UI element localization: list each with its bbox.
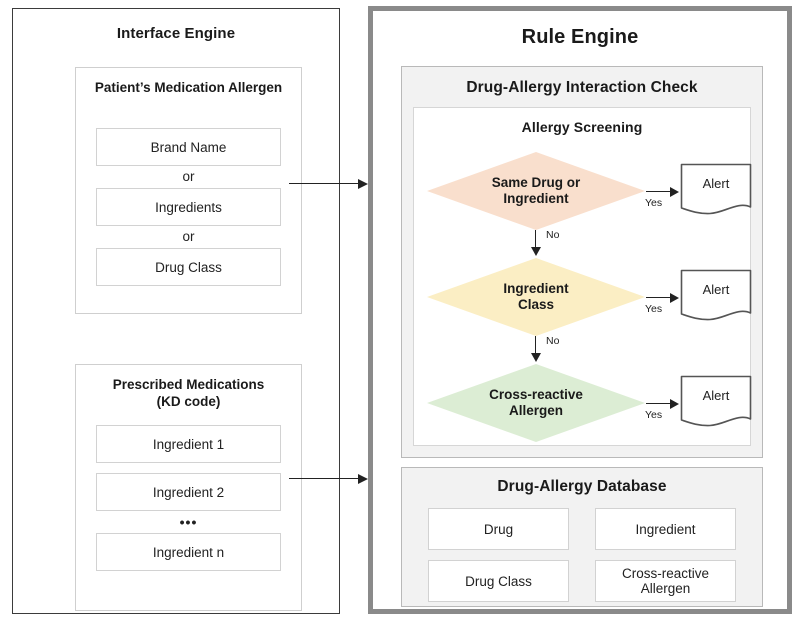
decision-label-line2: Allergen bbox=[508, 403, 563, 418]
alert-document-2[interactable]: Alert bbox=[680, 269, 752, 323]
yes-label-2: Yes bbox=[645, 303, 663, 315]
decision-row-ingredient-class: Ingredient Class Yes Alert bbox=[414, 258, 752, 336]
connector-shaft bbox=[289, 183, 359, 185]
drug-allergy-interaction-check-panel: Drug-Allergy Interaction Check Allergy S… bbox=[401, 66, 763, 458]
field-ingredient-n[interactable]: Ingredient n bbox=[96, 533, 281, 571]
prescribed-medications-title: Prescribed Medications (KD code) bbox=[76, 376, 301, 410]
yes-label-3: Yes bbox=[645, 409, 663, 421]
field-ingredient-2[interactable]: Ingredient 2 bbox=[96, 473, 281, 511]
db-entry-cross-reactive-allergen[interactable]: Cross-reactive Allergen bbox=[595, 560, 736, 602]
decision-row-same-drug-or-ingredient: Same Drug or Ingredient Yes Alert bbox=[414, 152, 752, 230]
yes-arrow-shaft bbox=[646, 191, 672, 193]
drug-allergy-database-panel: Drug-Allergy Database Drug Ingredient Dr… bbox=[401, 467, 763, 607]
patient-medication-allergen-group: Patient’s Medication Allergen Brand Name… bbox=[75, 67, 302, 314]
alert-label-2: Alert bbox=[702, 282, 730, 297]
decision-row-cross-reactive-allergen: Cross-reactive Allergen Yes Alert bbox=[414, 364, 752, 442]
prescribed-field-stack: Ingredient 1 Ingredient 2 ••• Ingredient… bbox=[96, 425, 281, 571]
yes-arrow-3 bbox=[646, 399, 680, 409]
field-brand-name[interactable]: Brand Name bbox=[96, 128, 281, 166]
yes-arrow-shaft bbox=[646, 297, 672, 299]
alert-label-3: Alert bbox=[702, 388, 730, 403]
rule-engine-title: Rule Engine bbox=[521, 26, 639, 48]
db-entry-drug-class[interactable]: Drug Class bbox=[428, 560, 569, 602]
field-ingredient-1[interactable]: Ingredient 1 bbox=[96, 425, 281, 463]
alert-document-1[interactable]: Alert bbox=[680, 163, 752, 217]
decision-same-drug-or-ingredient[interactable]: Same Drug or Ingredient bbox=[427, 152, 645, 230]
allergy-screening-title: Allergy Screening bbox=[521, 119, 643, 135]
arrowhead-icon bbox=[670, 187, 679, 197]
interface-engine-title: Interface Engine bbox=[116, 25, 236, 42]
connector-allergen-to-rule-engine bbox=[289, 178, 368, 190]
drug-allergy-database-title: Drug-Allergy Database bbox=[497, 478, 667, 495]
interface-engine-panel: Interface Engine Patient’s Medication Al… bbox=[12, 8, 340, 614]
yes-arrow-2 bbox=[646, 293, 680, 303]
prescribed-medications-title-line2: (KD code) bbox=[156, 394, 221, 409]
no-connector-shaft bbox=[535, 230, 537, 249]
decision-label-line2: Ingredient bbox=[503, 191, 569, 206]
decision-label-line1: Ingredient bbox=[503, 281, 569, 296]
drug-allergy-database-grid: Drug Ingredient Drug Class Cross-reactiv… bbox=[428, 508, 736, 602]
arrowhead-icon bbox=[670, 293, 679, 303]
field-drug-class[interactable]: Drug Class bbox=[96, 248, 281, 286]
allergen-field-stack: Brand Name or Ingredients or Drug Class bbox=[96, 128, 281, 286]
arrowhead-icon bbox=[358, 179, 368, 189]
drug-allergy-interaction-check-title: Drug-Allergy Interaction Check bbox=[466, 79, 698, 96]
no-connector-1: No bbox=[531, 229, 592, 258]
yes-label-1: Yes bbox=[645, 197, 663, 209]
connector-shaft bbox=[289, 478, 359, 480]
rule-engine-panel: Rule Engine Drug-Allergy Interaction Che… bbox=[368, 6, 792, 614]
or-separator-1: or bbox=[182, 169, 195, 184]
db-entry-ingredient[interactable]: Ingredient bbox=[595, 508, 736, 550]
no-connector-shaft bbox=[535, 336, 537, 355]
allergy-screening-panel: Allergy Screening Same Drug or Ingredien… bbox=[413, 107, 752, 446]
patient-medication-allergen-title: Patient’s Medication Allergen bbox=[94, 80, 283, 95]
no-label-1: No bbox=[546, 229, 560, 241]
prescribed-medications-group: Prescribed Medications (KD code) Ingredi… bbox=[75, 364, 302, 611]
arrowhead-icon bbox=[670, 399, 679, 409]
arrowhead-icon bbox=[531, 247, 541, 256]
field-ingredients[interactable]: Ingredients bbox=[96, 188, 281, 226]
ellipsis-separator: ••• bbox=[179, 514, 198, 530]
arrowhead-icon bbox=[358, 474, 368, 484]
prescribed-medications-title-line1: Prescribed Medications bbox=[112, 377, 265, 392]
no-connector-2: No bbox=[531, 335, 592, 364]
db-entry-drug[interactable]: Drug bbox=[428, 508, 569, 550]
no-label-2: No bbox=[546, 335, 560, 347]
decision-label-line1: Cross-reactive bbox=[489, 387, 583, 402]
decision-label-line1: Same Drug or bbox=[491, 175, 581, 190]
alert-label-1: Alert bbox=[702, 176, 730, 191]
yes-arrow-1 bbox=[646, 187, 680, 197]
decision-cross-reactive-allergen[interactable]: Cross-reactive Allergen bbox=[427, 364, 645, 442]
decision-ingredient-class[interactable]: Ingredient Class bbox=[427, 258, 645, 336]
decision-label-line2: Class bbox=[517, 297, 554, 312]
alert-document-3[interactable]: Alert bbox=[680, 375, 752, 429]
connector-prescribed-to-rule-engine bbox=[289, 473, 368, 485]
arrowhead-icon bbox=[531, 353, 541, 362]
yes-arrow-shaft bbox=[646, 403, 672, 405]
or-separator-2: or bbox=[182, 229, 195, 244]
